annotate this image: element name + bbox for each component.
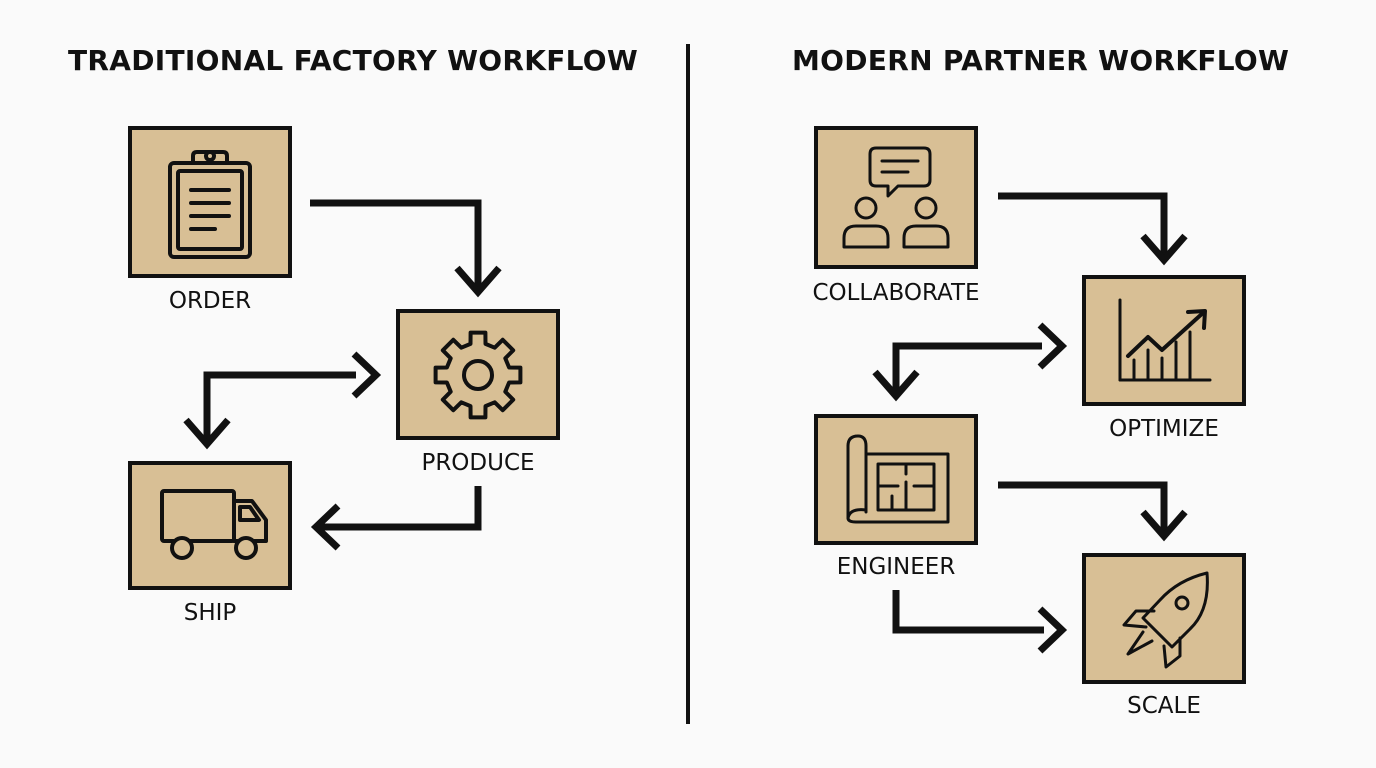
left-panel-title: TRADITIONAL FACTORY WORKFLOW xyxy=(68,44,639,77)
produce-label: PRODUCE xyxy=(421,450,535,476)
arrow-collaborate-to-optimize xyxy=(998,192,1188,266)
scale-label: SCALE xyxy=(1127,693,1201,719)
engineer-label: ENGINEER xyxy=(836,554,956,580)
gear-hub-icon xyxy=(462,359,494,391)
scale-box xyxy=(1082,553,1246,684)
arrow-produce-return xyxy=(310,486,482,551)
growth-chart-icon xyxy=(1118,298,1212,382)
arrow-engineer-to-scale xyxy=(998,481,1188,542)
arrow-order-to-produce xyxy=(310,199,502,298)
arrow-optimize-to-engineer xyxy=(872,322,1068,402)
clipboard-icon xyxy=(168,150,252,259)
people-chat-icon xyxy=(842,146,950,249)
truck-icon xyxy=(160,489,268,560)
ship-box xyxy=(128,461,292,590)
rocket-icon xyxy=(1122,571,1209,669)
arrow-produce-to-ship xyxy=(183,351,382,450)
blueprint-icon xyxy=(846,434,950,524)
ship-label: SHIP xyxy=(183,600,237,626)
collaborate-label: COLLABORATE xyxy=(812,280,980,306)
arrow-engineer-to-scale-lower xyxy=(892,590,1068,654)
optimize-label: OPTIMIZE xyxy=(1109,416,1219,442)
right-panel-title: MODERN PARTNER WORKFLOW xyxy=(792,44,1290,77)
gear-icon xyxy=(433,330,523,420)
order-label: ORDER xyxy=(168,288,252,314)
engineer-box xyxy=(814,414,978,545)
optimize-box xyxy=(1082,275,1246,406)
